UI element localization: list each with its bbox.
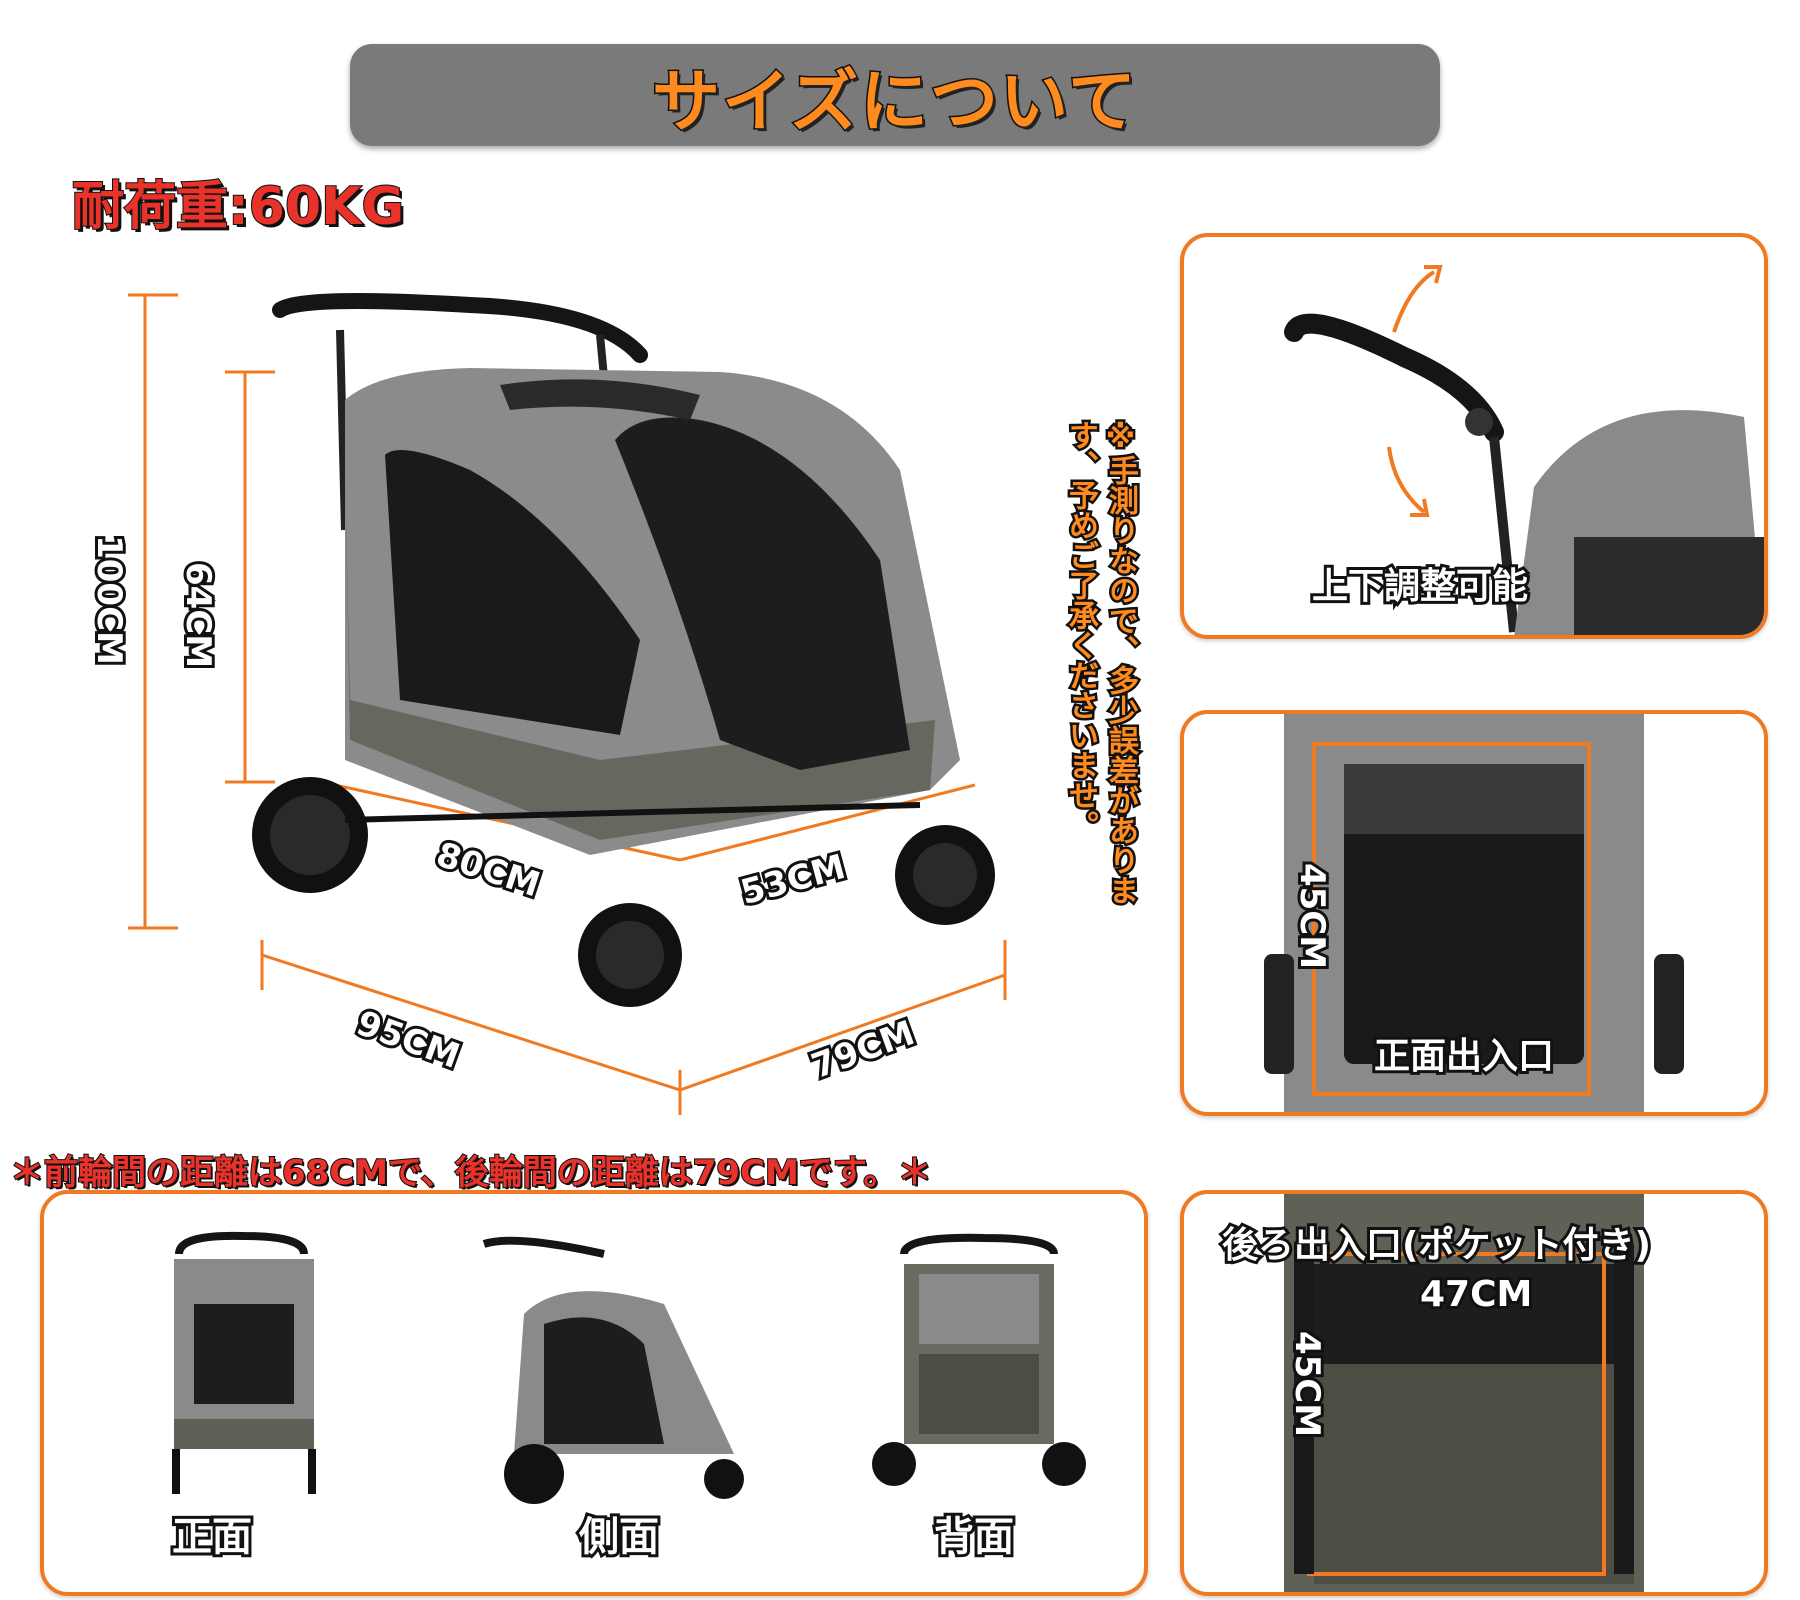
measurement-note: ※手測りなので、多少誤差があります、予めご了承くださいませ。 <box>1061 418 1141 908</box>
title-banner: サイズについて <box>350 44 1440 146</box>
rear-entrance-panel: 後ろ出入口(ポケット付き) 47CM 45CM <box>1180 1190 1768 1596</box>
wheel-distance-note: ＊前輪間の距離は68CMで、後輪間の距離は79CMです。＊ <box>9 1152 932 1194</box>
front-entrance-panel: 45CM 正面出入口 <box>1180 710 1768 1116</box>
front-view-label: 正面 <box>169 1511 255 1563</box>
page-title: サイズについて <box>651 61 1138 143</box>
handle-adjust-panel: 上下調整可能 <box>1180 233 1768 639</box>
three-views-illustration <box>172 1231 1086 1504</box>
rear-entrance-illustration <box>1284 1194 1644 1592</box>
side-view-stroller <box>482 1236 744 1504</box>
side-view-label: 側面 <box>576 1511 662 1563</box>
handle-adjust-label: 上下調整可能 <box>1309 563 1531 610</box>
front-entrance-label: 正面出入口 <box>1371 1033 1557 1080</box>
front-entrance-illustration <box>1264 714 1684 1112</box>
load-capacity-label: 耐荷重:60KG <box>71 176 405 238</box>
rear-entrance-height: 45CM <box>1284 1328 1330 1440</box>
rear-entrance-width: 47CM <box>1417 1271 1535 1318</box>
three-views-panel: 正面 側面 背面 <box>40 1190 1148 1596</box>
dim-seat-height: 64CM <box>175 559 221 671</box>
rear-entrance-label: 後ろ出入口(ポケット付き) <box>1219 1222 1654 1269</box>
stroller-body <box>272 293 960 855</box>
front-view-stroller <box>172 1231 316 1494</box>
handle-illustration <box>1284 265 1764 635</box>
back-view-stroller <box>872 1233 1086 1486</box>
front-entrance-height: 45CM <box>1289 860 1335 972</box>
stroller-wheels <box>252 777 995 1007</box>
back-view-label: 背面 <box>931 1511 1017 1563</box>
dim-total-height: 100CM <box>86 532 132 668</box>
dimension-lines <box>128 293 1007 1115</box>
